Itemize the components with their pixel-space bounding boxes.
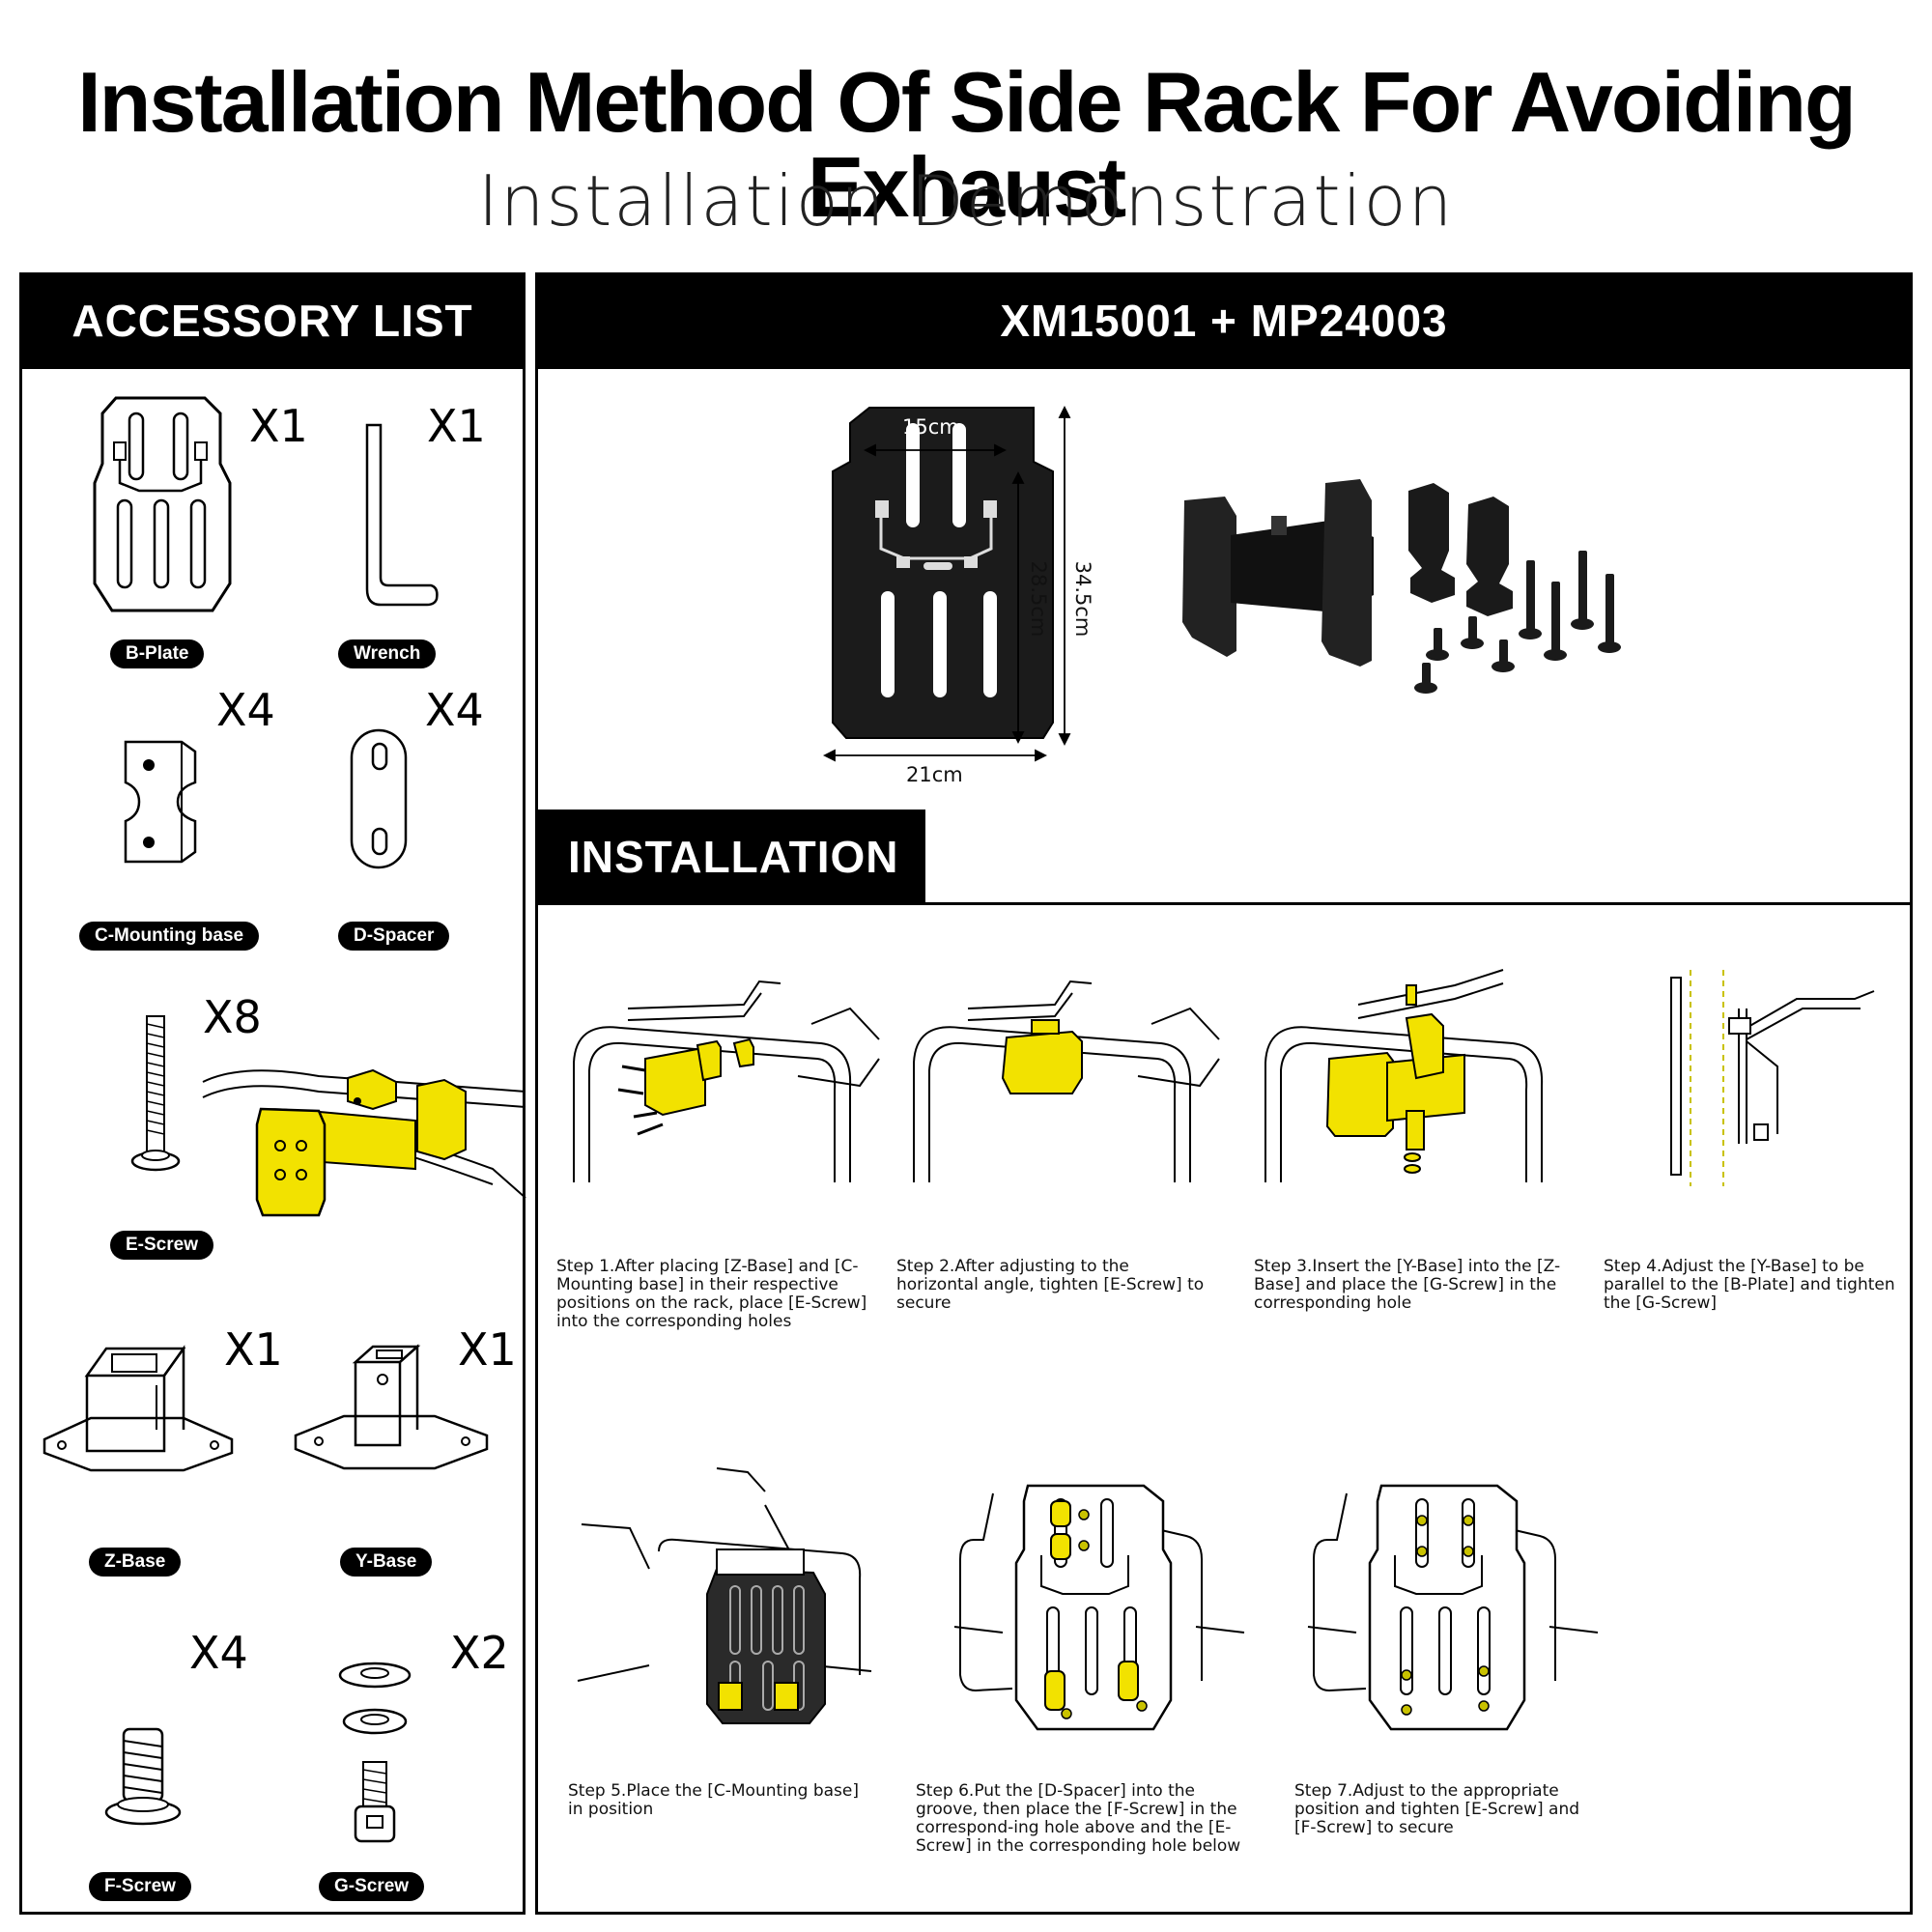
- d-spacer-qty: X4: [425, 684, 484, 736]
- step-2-illustration: [913, 980, 1220, 1182]
- short-screw-icon: [104, 1727, 182, 1826]
- top-width-dimension: 15cm: [902, 415, 959, 439]
- clamp-block-icon: [124, 740, 197, 864]
- z-base-on-rack-illustration: [202, 1068, 526, 1217]
- accessory-list-heading: ACCESSORY LIST: [19, 272, 526, 369]
- step-3-illustration: [1264, 969, 1544, 1182]
- z-base-label: Z-Base: [89, 1548, 182, 1577]
- installation-heading: INSTALLATION: [535, 810, 925, 904]
- total-height-dimension: 34.5cm: [1071, 560, 1094, 638]
- b-plate-photo: [832, 407, 1054, 739]
- socket-screw-washer-icon: [338, 1662, 412, 1843]
- b-plate-icon: [93, 396, 232, 612]
- step-7-text: Step 7.Adjust to the appropriate positio…: [1294, 1781, 1580, 1837]
- f-screw-label: F-Screw: [89, 1872, 191, 1901]
- inner-height-dimension: 28.5cm: [1027, 560, 1050, 638]
- long-screw-icon: [130, 1015, 181, 1172]
- installation-divider: [535, 902, 1913, 905]
- e-screw-qty: X8: [203, 991, 262, 1043]
- z-base-qty: X1: [224, 1323, 283, 1376]
- g-screw-label: G-Screw: [319, 1872, 425, 1901]
- product-heading: XM15001 + MP24003: [535, 272, 1913, 369]
- bottom-width-dimension: 21cm: [906, 763, 963, 786]
- dimension-lines: [822, 405, 1071, 762]
- page-title: Installation Method Of Side Rack For Avo…: [77, 54, 1857, 235]
- step-4-illustration: [1670, 970, 1875, 1186]
- c-mounting-base-label: C-Mounting base: [79, 922, 260, 951]
- y-base-qty: X1: [458, 1323, 517, 1376]
- step-5-illustration: [577, 1467, 872, 1724]
- step-7-illustration: [1307, 1484, 1599, 1731]
- y-base-icon: [294, 1344, 489, 1470]
- f-screw-qty: X4: [189, 1627, 248, 1679]
- step-6-illustration: [953, 1484, 1245, 1731]
- spacer-plate-icon: [350, 728, 408, 869]
- b-plate-qty: X1: [249, 400, 308, 452]
- mounting-parts-photo: [1182, 479, 1621, 694]
- d-spacer-label: D-Spacer: [338, 922, 450, 951]
- e-screw-label: E-Screw: [110, 1231, 213, 1260]
- step-6-text: Step 6.Put the [D-Spacer] into the groov…: [916, 1781, 1241, 1856]
- wrench-qty: X1: [427, 400, 486, 452]
- hex-wrench-icon: [365, 423, 439, 607]
- y-base-label: Y-Base: [340, 1548, 433, 1577]
- step-1-text: Step 1.After placing [Z-Base] and [C-Mou…: [556, 1257, 867, 1331]
- step-3-text: Step 3.Insert the [Y-Base] into the [Z-B…: [1254, 1257, 1561, 1313]
- c-mounting-base-qty: X4: [216, 684, 275, 736]
- page-subtitle: Installation Demonstration: [477, 160, 1455, 242]
- step-5-text: Step 5.Place the [C-Mounting base] in po…: [568, 1781, 860, 1819]
- z-base-icon: [43, 1345, 234, 1472]
- g-screw-qty: X2: [450, 1627, 509, 1679]
- wrench-label: Wrench: [338, 639, 437, 668]
- step-1-illustration: [573, 980, 880, 1182]
- step-2-text: Step 2.After adjusting to the horizontal…: [896, 1257, 1205, 1313]
- b-plate-label: B-Plate: [110, 639, 205, 668]
- step-4-text: Step 4.Adjust the [Y-Base] to be paralle…: [1604, 1257, 1895, 1313]
